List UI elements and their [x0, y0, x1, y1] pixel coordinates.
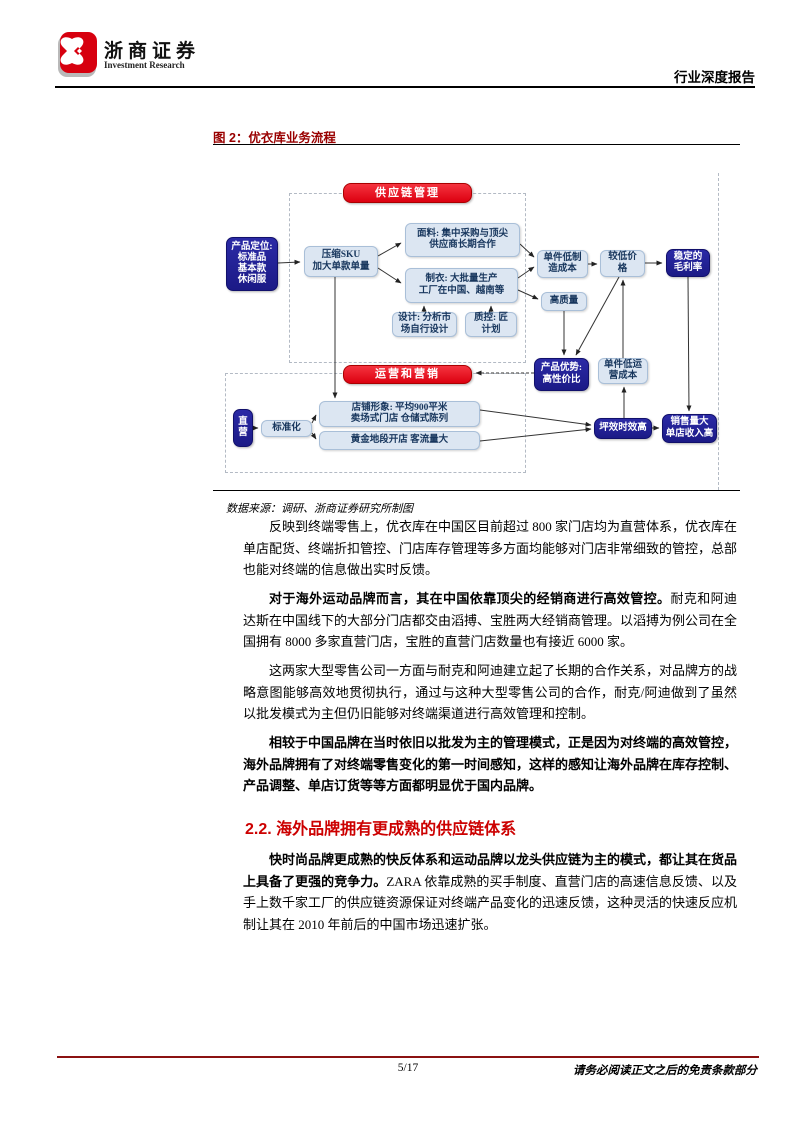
- paragraph-retail-partners: 这两家大型零售公司一方面与耐克和阿迪建立起了长期的合作关系，对品牌方的战略意图能…: [243, 663, 738, 721]
- paragraph-comparison-bold: 相较于中国品牌在当时依旧以批发为主的管理模式，正是因为对终端的高效管控，海外品牌…: [243, 735, 738, 793]
- node-supply-chain-management: 供应链管理: [343, 183, 472, 203]
- flowchart-connectors: [252, 242, 692, 442]
- figure-bottom-rule: [213, 490, 740, 491]
- header-divider: [55, 86, 755, 88]
- bold-lead-sentence: 快时尚品牌更成熟的快反体系和运动品牌以龙头供应链为主的模式，都让其在货品上具备了…: [243, 852, 738, 889]
- right-dashed-line: [718, 173, 719, 490]
- node-prime-location: 黄金地段开店 客流量大: [319, 431, 480, 450]
- node-high-sales-revenue: 销售量大 单店收入高: [662, 414, 717, 443]
- node-garment-production: 制衣: 大批量生产 工厂在中国、越南等: [405, 268, 518, 303]
- uniqlo-business-flowchart: 供应链管理 产品定位: 标准品 基本款 休闲服 压缩SKU 加大单款单量 面料:…: [210, 160, 750, 495]
- paragraph-supply-chain-maturity: 快时尚品牌更成熟的快反体系和运动品牌以龙头供应链为主的模式，都让其在货品上具备了…: [243, 849, 737, 935]
- paragraph-overseas-sports-brands: 对于海外运动品牌而言，其在中国依靠顶尖的经销商进行高效管控。耐克和阿迪达斯在中国…: [243, 588, 737, 653]
- bold-lead-sentence: 对于海外运动品牌而言，其在中国依靠顶尖的经销商进行高效管控。: [269, 591, 671, 606]
- report-type-label: 行业深度报告: [674, 70, 755, 85]
- node-lower-price: 较低价 格: [600, 250, 645, 277]
- figure-source: 数据来源：调研、浙商证券研究所制图: [226, 503, 413, 515]
- paragraph-rest: 耐克和阿迪达斯在中国线下的大部分门店都交由滔搏、宝胜两大经销商管理。以滔搏为例公…: [243, 591, 738, 649]
- node-standardization: 标准化: [261, 420, 312, 437]
- page-number: 5/17: [397, 1062, 419, 1074]
- node-fabric-sourcing: 面料: 集中采购与顶尖 供应商长期合作: [405, 223, 520, 257]
- node-direct-operation: 直 营: [233, 409, 253, 447]
- node-low-operating-cost: 单件低运 营成本: [598, 358, 648, 384]
- brand-name-en: Investment Research: [104, 60, 185, 70]
- paragraph-rest: ZARA 依靠成熟的买手制度、直营门店的高速信息反馈、以及手上数千家工厂的供应链…: [243, 873, 738, 932]
- node-low-unit-cost: 单件低制 造成本: [537, 250, 588, 278]
- footer-divider: [57, 1056, 759, 1058]
- node-design: 设计: 分析市 场自行设计: [392, 312, 457, 337]
- node-product-advantage: 产品优势: 高性价比: [534, 358, 589, 391]
- footer-disclaimer: 请务必阅读正文之后的免责条款部分: [573, 1065, 757, 1077]
- node-compress-sku: 压缩SKU 加大单款单量: [304, 246, 378, 277]
- node-high-quality: 高质量: [541, 292, 587, 311]
- section-heading-2-2: 2.2. 海外品牌拥有更成熟的供应链体系: [245, 820, 517, 838]
- body-text-column: 反映到终端零售上，优衣库在中国区目前超过 800 家门店均为直营体系，优衣库在单…: [243, 516, 737, 943]
- node-high-efficiency: 坪效时效高: [594, 418, 652, 439]
- figure-title: 图 2：优衣库业务流程: [213, 131, 336, 145]
- node-store-image: 店铺形象: 平均900平米 卖场式门店 仓储式陈列: [319, 401, 480, 427]
- node-quality-control: 质控: 匠 计划: [465, 312, 517, 337]
- brand-name-cn: 浙商证券: [104, 41, 201, 62]
- figure-top-rule: [213, 144, 740, 145]
- brand-logo-icon: [58, 32, 97, 77]
- node-product-positioning: 产品定位: 标准品 基本款 休闲服: [226, 237, 278, 291]
- paragraph-retail-terminal: 反映到终端零售上，优衣库在中国区目前超过 800 家门店均为直营体系，优衣库在单…: [243, 519, 738, 577]
- node-operations-marketing: 运营和营销: [343, 365, 472, 384]
- node-stable-gross-margin: 稳定的 毛利率: [666, 249, 710, 277]
